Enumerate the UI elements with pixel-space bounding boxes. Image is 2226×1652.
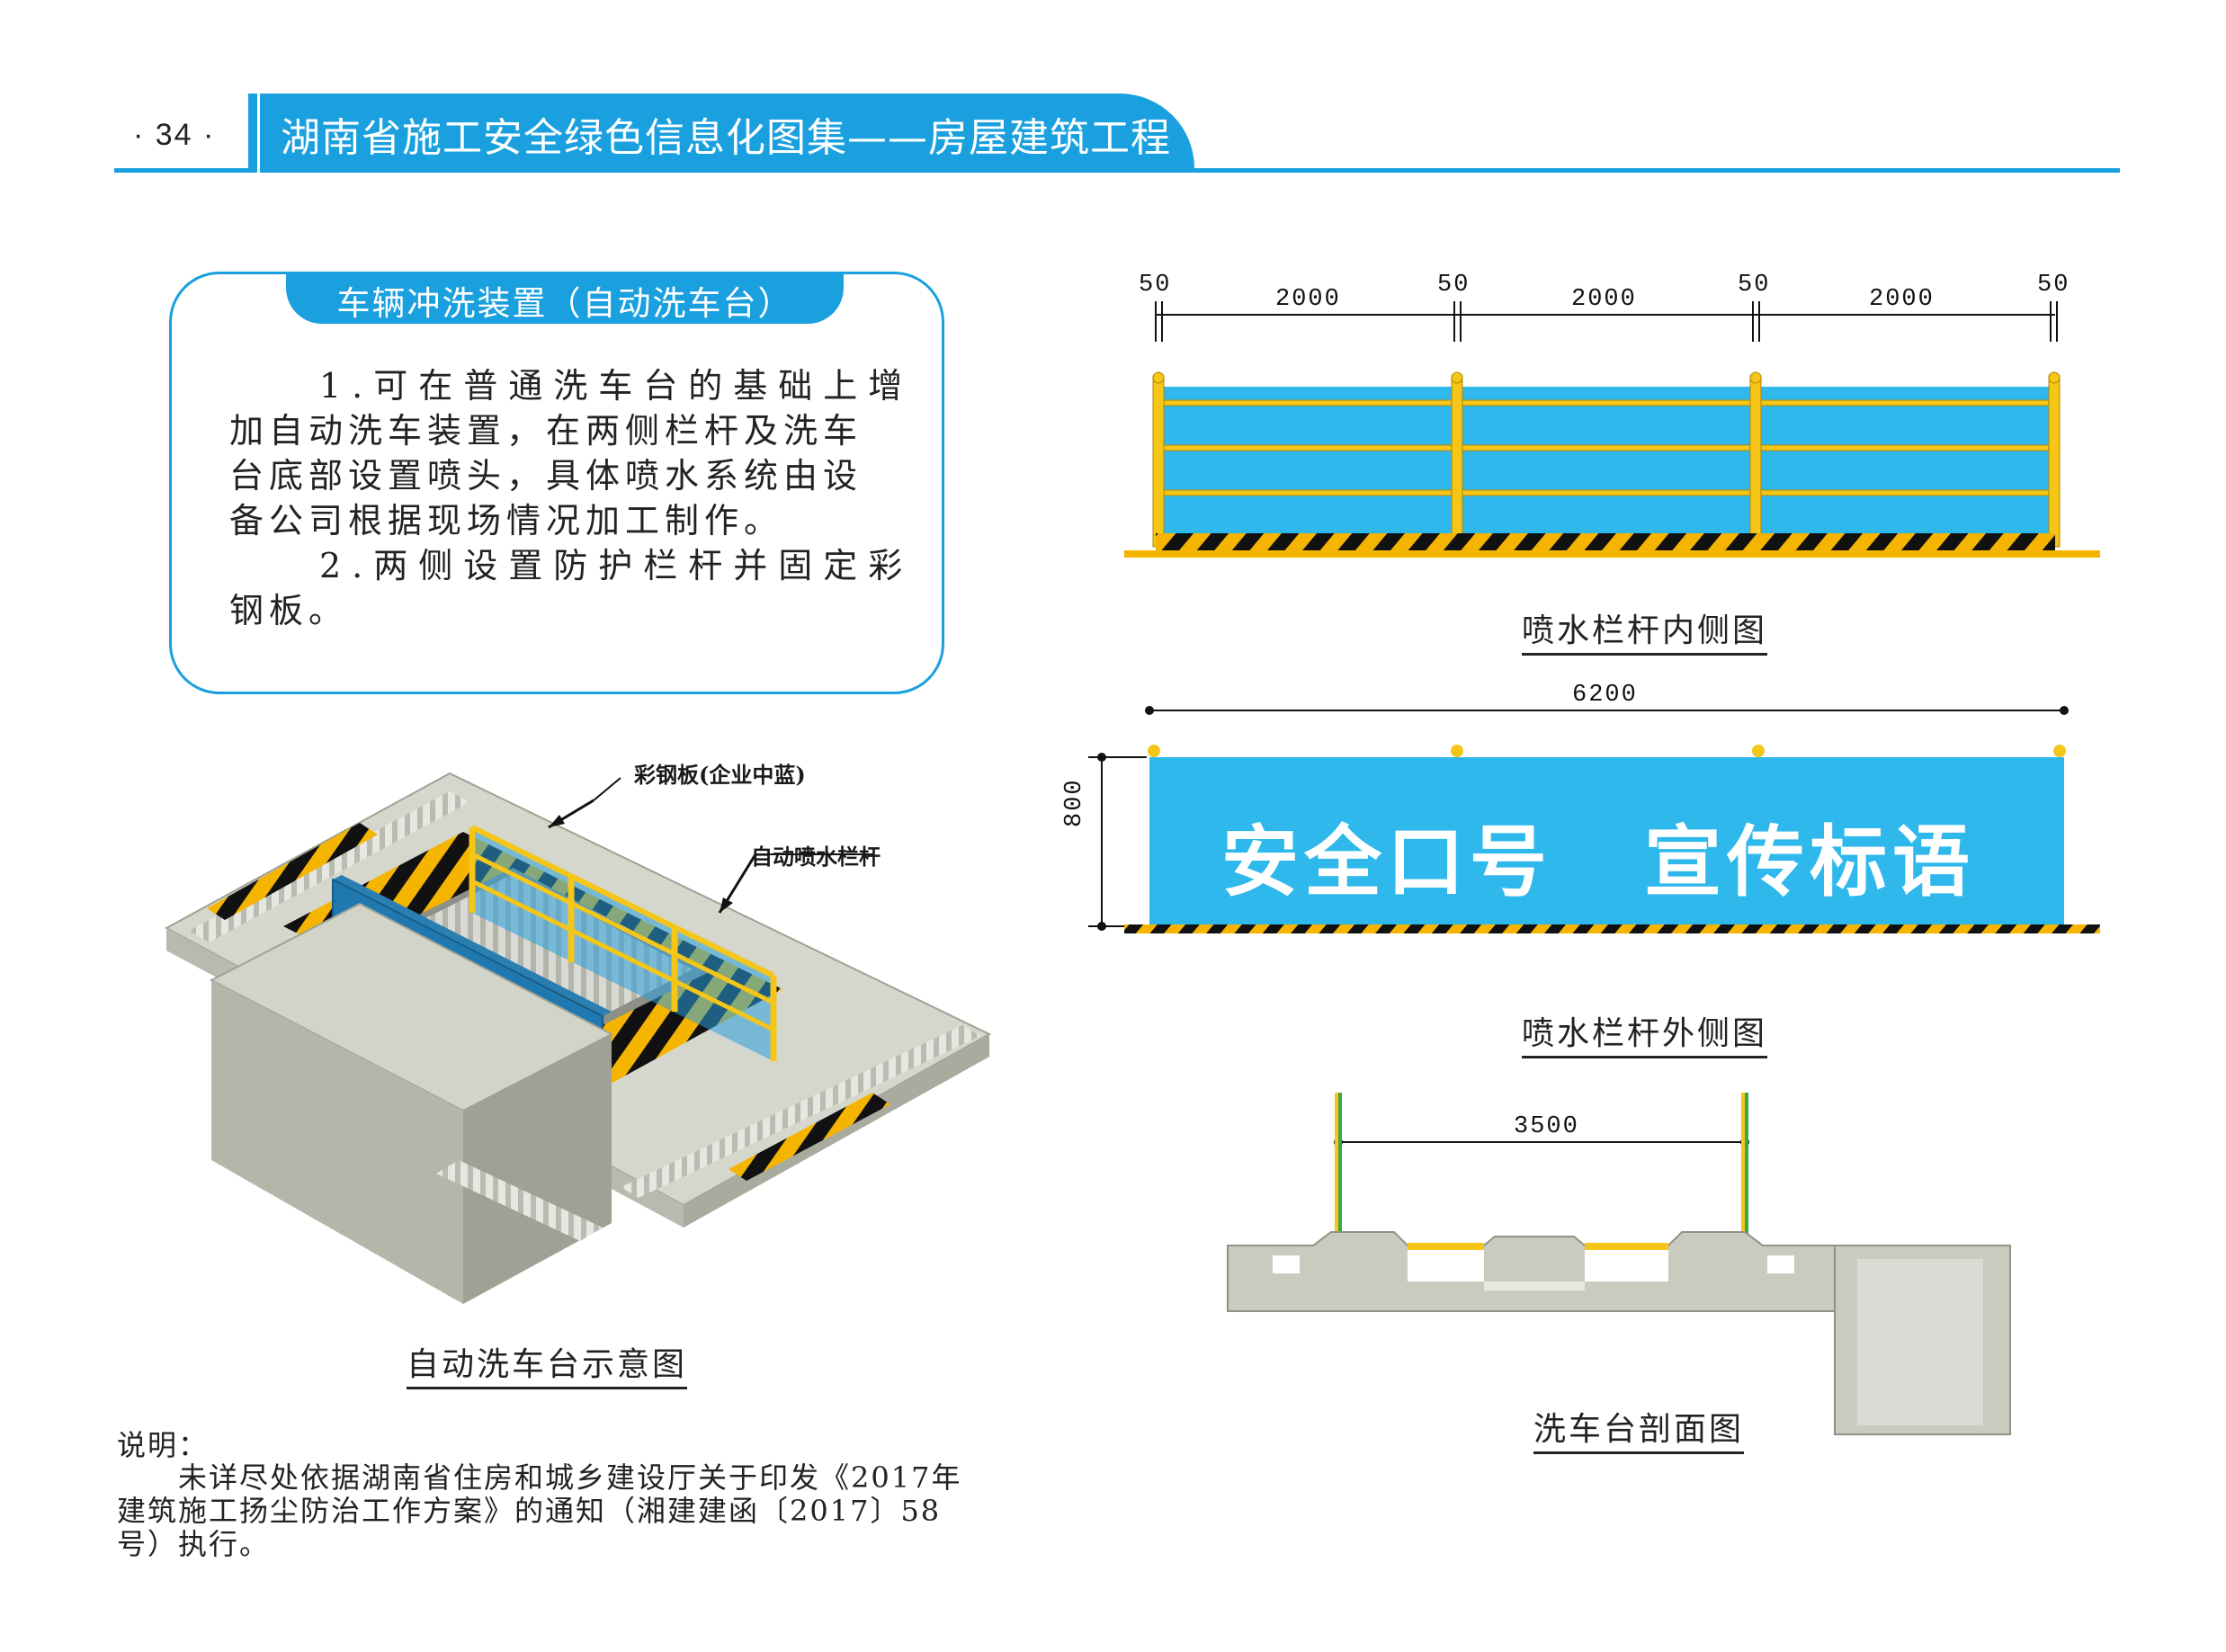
info-line: 1.可在普通洗车台的基础上增 <box>229 366 914 406</box>
info-line: 2.两侧设置防护栏杆并固定彩 <box>229 546 914 585</box>
caption-isometric: 自动洗车台示意图 <box>407 1338 688 1389</box>
caption-inner-rail: 喷水栏杆内侧图 <box>1522 604 1768 656</box>
note-line: 号）执行。 <box>117 1527 271 1561</box>
outer-rail-elevation <box>1088 706 2100 933</box>
note-line: 未详尽处依据湖南省住房和城乡建设厅关于印发《2017年 <box>117 1460 962 1495</box>
dim-50: 50 <box>1139 272 1172 299</box>
inner-rail-elevation <box>1124 301 2100 558</box>
car-wash-isometric-illustration <box>164 772 992 1304</box>
dim-3500: 3500 <box>1514 1113 1579 1140</box>
dim-50: 50 <box>1738 272 1771 299</box>
info-title: 车辆冲洗装置（自动洗车台） <box>336 284 793 323</box>
page-number: · 34 · <box>133 118 216 152</box>
dim-2000: 2000 <box>1869 286 1935 313</box>
info-title-tab <box>286 272 844 324</box>
header-title-tab <box>255 94 1194 168</box>
note-heading: 说明： <box>117 1428 210 1462</box>
dim-800: 800 <box>1061 778 1088 827</box>
slogan-text-2: 宣传标语 <box>1644 817 1975 907</box>
dim-6200: 6200 <box>1572 682 1638 709</box>
label-color-panel: 彩钢板(企业中蓝) <box>634 762 806 788</box>
header-rule <box>114 168 2120 173</box>
caption-section: 洗车台剖面图 <box>1533 1403 1745 1454</box>
caption-outer-rail: 喷水栏杆外侧图 <box>1522 1007 1768 1058</box>
info-line: 加自动洗车装置，在两侧栏杆及洗车 <box>229 411 863 451</box>
dim-2000: 2000 <box>1275 286 1341 313</box>
info-line: 台底部设置喷头，具体喷水系统由设 <box>229 456 863 496</box>
dim-50: 50 <box>1437 272 1471 299</box>
info-line: 备公司根据现场情况加工制作。 <box>229 501 784 540</box>
page-title: 湖南省施工安全绿色信息化图集——房屋建筑工程 <box>281 115 1171 161</box>
header-divider-gap <box>257 94 260 173</box>
car-wash-section <box>1227 1093 2011 1435</box>
slogan-text-1: 安全口号 <box>1221 817 1552 907</box>
dim-50: 50 <box>2037 272 2070 299</box>
header-divider <box>248 94 255 173</box>
note-line: 建筑施工扬尘防治工作方案》的通知（湘建建函〔2017〕58 <box>117 1494 942 1528</box>
dim-2000: 2000 <box>1571 286 1637 313</box>
info-line: 钢板。 <box>229 591 349 630</box>
label-spray-rail: 自动喷水栏杆 <box>751 844 881 870</box>
